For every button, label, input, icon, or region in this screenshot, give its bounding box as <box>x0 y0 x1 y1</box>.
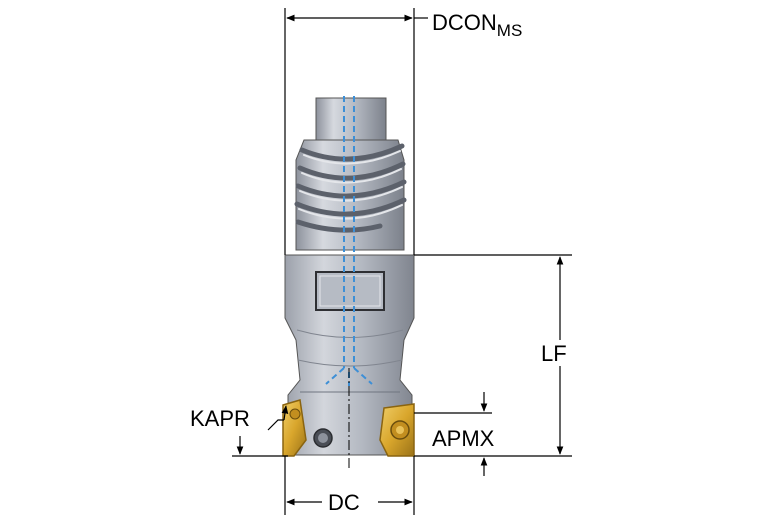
apmx-label: APMX <box>432 426 495 451</box>
lf-label: LF <box>541 341 567 366</box>
threaded-shank <box>294 97 407 251</box>
kapr-label: KAPR <box>190 406 250 431</box>
dc-dimension <box>284 456 415 515</box>
flat-recess <box>315 271 385 311</box>
cutting-insert-right <box>379 403 415 457</box>
cutting-insert-left <box>282 399 307 457</box>
dcon-label: DCONMS <box>432 10 522 40</box>
dc-label: DC <box>328 490 360 515</box>
apmx-dimension <box>414 392 492 476</box>
kapr-indicator <box>232 405 289 457</box>
cutter-body <box>284 254 415 456</box>
dcon-dimension <box>284 8 428 255</box>
thread-grooves <box>294 143 407 233</box>
